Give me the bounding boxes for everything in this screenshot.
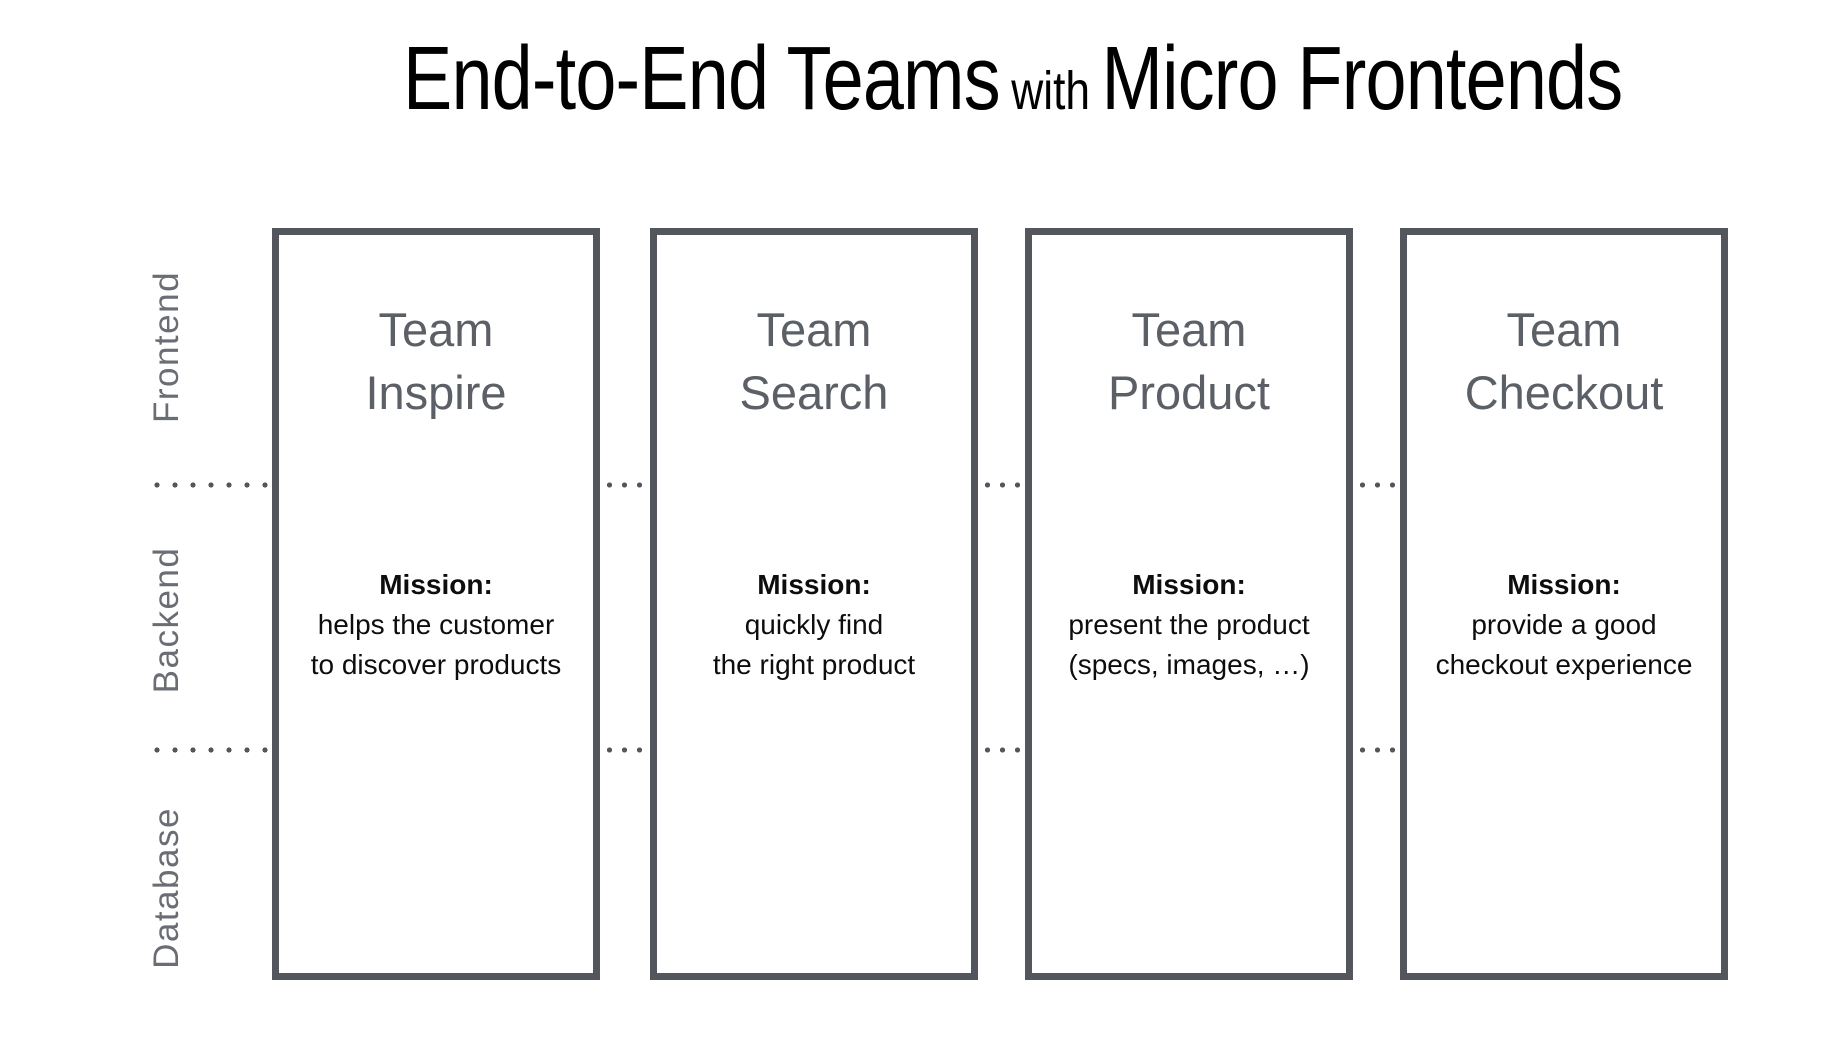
layer-label-backend: Backend — [147, 546, 186, 694]
title-left-text: End-to-End Teams — [403, 29, 1001, 129]
dotted-line-frontend-backend-gap3 — [1355, 482, 1400, 488]
team-name-line2: Inspire — [365, 366, 507, 419]
dotted-line-frontend-backend-gap1 — [602, 482, 647, 488]
title-connector-text: with — [1011, 61, 1091, 121]
team-mission-search: Mission: quickly find the right product — [657, 565, 971, 685]
mission-label: Mission: — [379, 569, 493, 600]
dotted-line-backend-database-gap3 — [1355, 747, 1400, 753]
layer-label-database: Database — [147, 807, 186, 969]
mission-line1: provide a good — [1471, 609, 1657, 640]
team-name-line2: Product — [1108, 366, 1270, 419]
mission-line2: (specs, images, …) — [1068, 649, 1310, 680]
dotted-line-frontend-backend-left — [148, 482, 270, 488]
title-right-text: Micro Frontends — [1101, 29, 1623, 129]
mission-line2: checkout experience — [1435, 649, 1693, 680]
team-mission-inspire: Mission: helps the customer to discover … — [279, 565, 593, 685]
dotted-line-backend-database-left — [148, 747, 270, 753]
team-box-inspire: Team Inspire Mission: helps the customer… — [272, 228, 600, 980]
team-name-line1: Team — [1506, 303, 1622, 356]
team-name-line1: Team — [378, 303, 494, 356]
dotted-line-backend-database-gap1 — [602, 747, 647, 753]
layer-label-frontend: Frontend — [147, 270, 186, 424]
team-box-product: Team Product Mission: present the produc… — [1025, 228, 1353, 980]
mission-line2: the right product — [712, 649, 916, 680]
mission-line1: helps the customer — [317, 609, 555, 640]
team-name-inspire: Team Inspire — [279, 298, 593, 424]
team-name-checkout: Team Checkout — [1407, 298, 1721, 424]
dotted-line-frontend-backend-gap2 — [980, 482, 1025, 488]
team-mission-product: Mission: present the product (specs, ima… — [1032, 565, 1346, 685]
mission-label: Mission: — [1132, 569, 1246, 600]
mission-line2: to discover products — [310, 649, 562, 680]
team-mission-checkout: Mission: provide a good checkout experie… — [1407, 565, 1721, 685]
team-box-checkout: Team Checkout Mission: provide a good ch… — [1400, 228, 1728, 980]
team-box-search: Team Search Mission: quickly find the ri… — [650, 228, 978, 980]
team-name-line2: Search — [739, 366, 889, 419]
dotted-line-backend-database-gap2 — [980, 747, 1025, 753]
team-name-line2: Checkout — [1464, 366, 1664, 419]
mission-line1: quickly find — [744, 609, 884, 640]
team-name-line1: Team — [756, 303, 872, 356]
mission-line1: present the product — [1068, 609, 1310, 640]
team-name-product: Team Product — [1032, 298, 1346, 424]
mission-label: Mission: — [757, 569, 871, 600]
team-name-search: Team Search — [657, 298, 971, 424]
team-name-line1: Team — [1131, 303, 1247, 356]
mission-label: Mission: — [1507, 569, 1621, 600]
